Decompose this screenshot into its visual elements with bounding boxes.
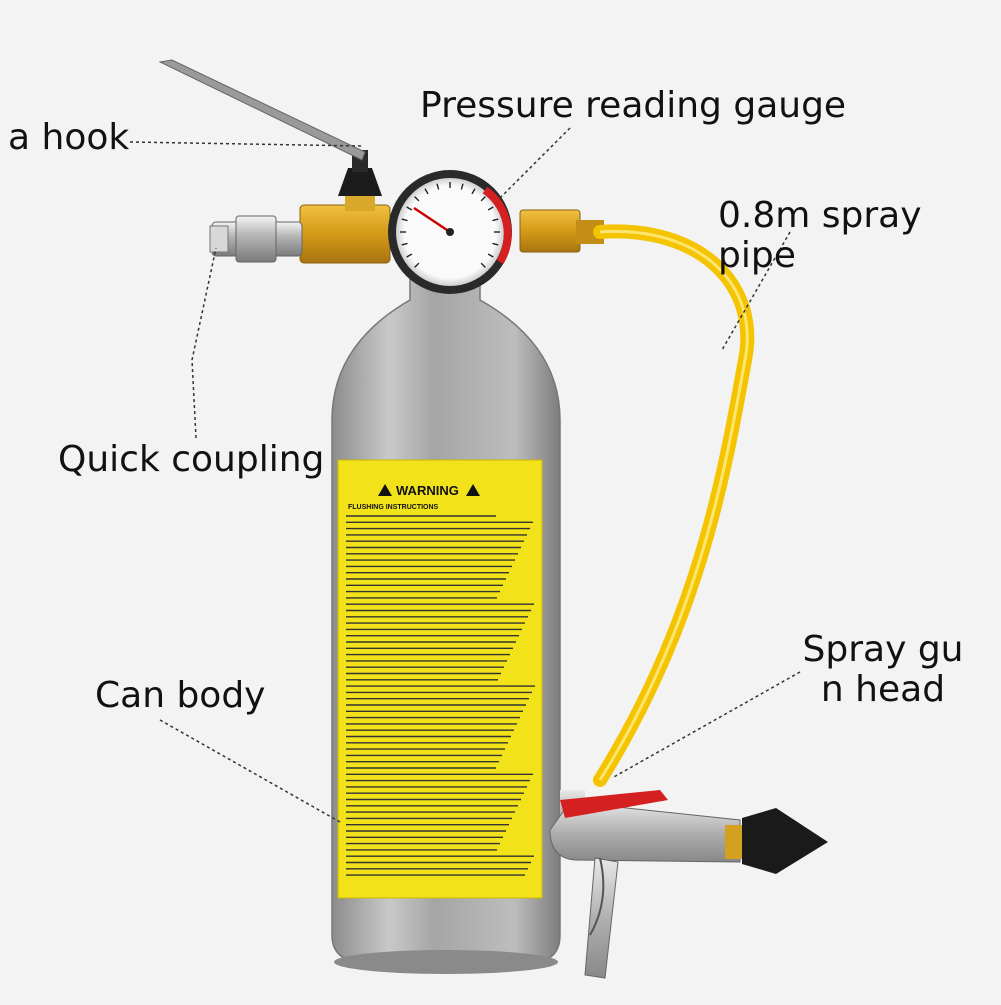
leader-lines [129,127,801,823]
gauge-tick [414,262,420,268]
gauge-tick [471,188,476,195]
gauge-tick [480,196,486,202]
spray-pipe [593,224,755,787]
pressure-gauge [388,170,512,294]
gauge-tick [492,218,499,222]
gauge-tick [436,183,440,190]
callout-quick-coupling: Quick coupling [58,439,325,480]
gauge-tick [487,253,494,258]
gauge-tick [424,188,429,195]
callout-pressure-gauge: Pressure reading gauge [420,85,847,126]
gauge-tick [406,206,413,211]
callout-spray-pipe: 0.8m spray pipe [718,195,922,276]
gauge-tick [406,253,413,258]
warning-label [337,459,543,899]
callout-spray-gun-head: Spray gu n head [802,629,964,710]
warning-title: WARNING [396,483,459,498]
gauge-tick [460,183,464,190]
gauge-tick [480,262,486,268]
gauge-tick [401,218,408,222]
gauge-tick [492,242,499,246]
spray-gun [549,790,828,979]
trigger-lever [560,790,668,818]
hook [158,59,366,161]
callout-can-body: Can body [95,675,266,716]
gauge-tick [487,206,494,211]
warning-fine-print [346,515,535,876]
gauge-tick [401,242,408,246]
quick-coupling [209,215,303,263]
gauge-tick [414,196,420,202]
rubber-nozzle-cone [742,808,828,874]
callout-hook: a hook [8,117,130,158]
warning-heading: FLUSHING INSTRUCTIONS [348,504,439,511]
warning-icon [378,484,480,496]
